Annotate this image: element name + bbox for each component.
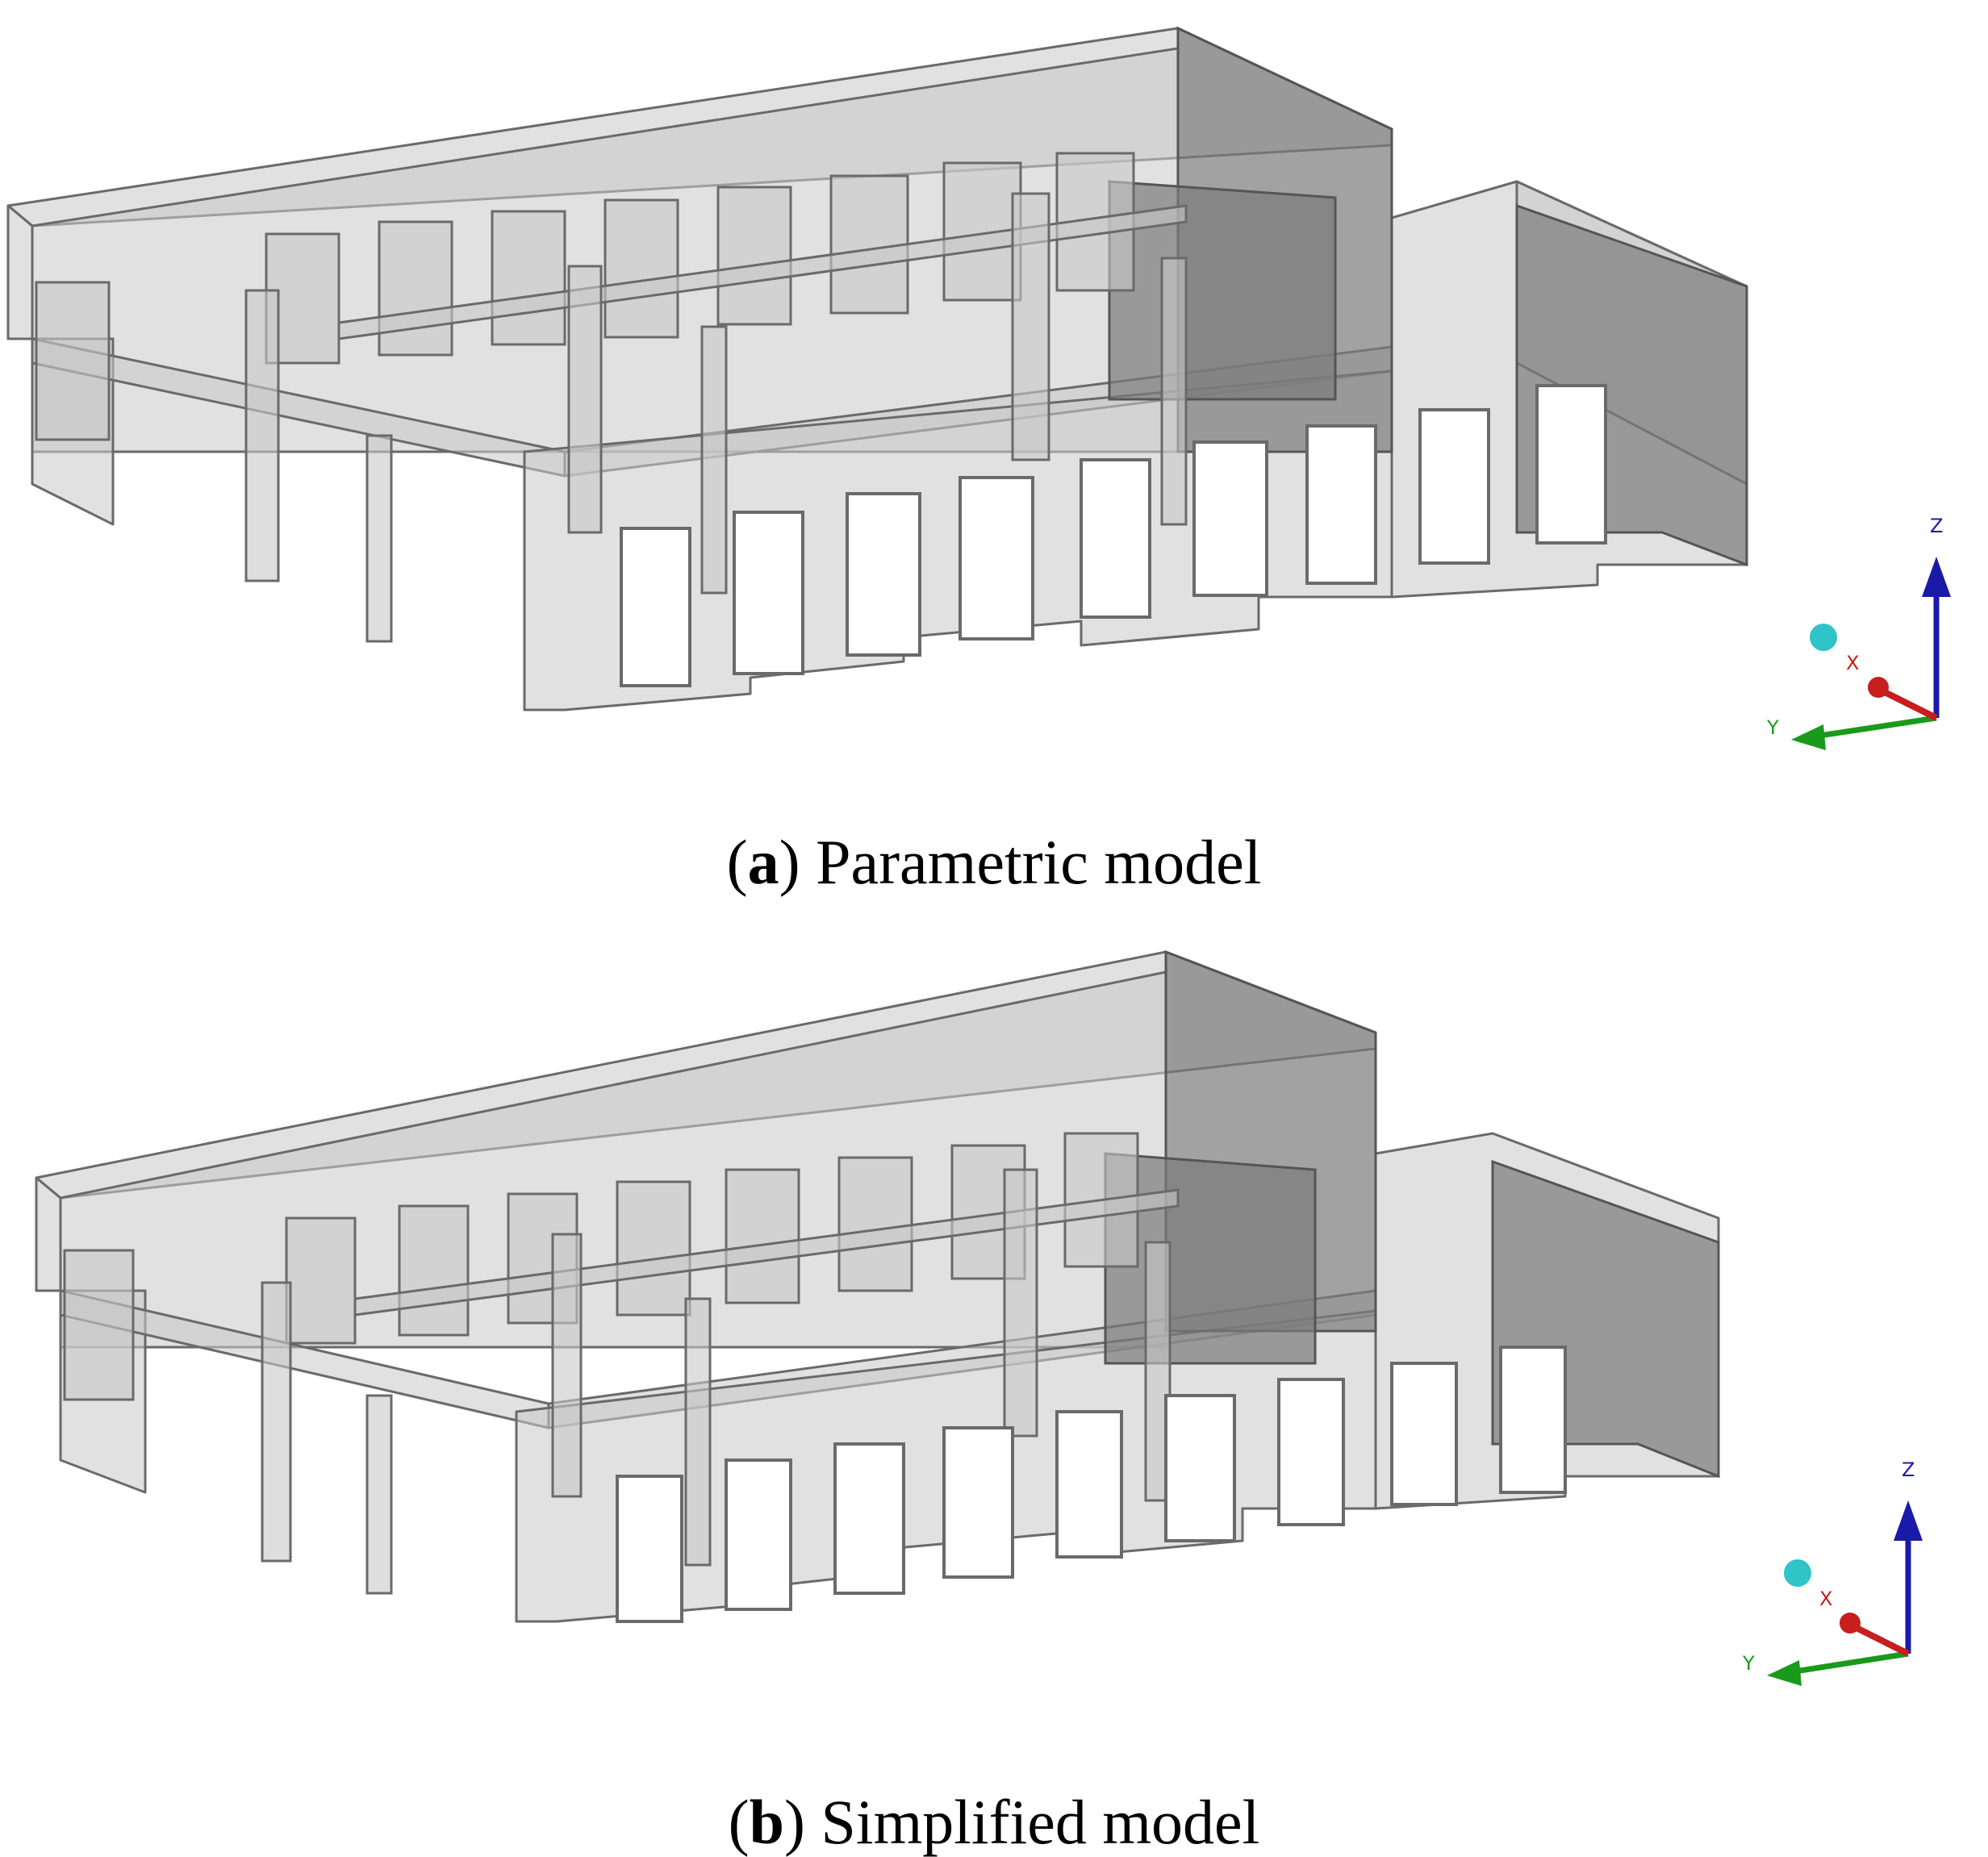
- x-label: X: [1846, 652, 1859, 674]
- axis-triad-b: Z Y X: [1742, 1458, 1923, 1686]
- caption-text: Simplified model: [821, 1787, 1260, 1857]
- y-axis-arrow: [1802, 715, 1937, 741]
- caption-a: (a) Parametric model: [726, 827, 1262, 897]
- panel-b-simplified: Z Y X (b) Simplified model: [0, 912, 1988, 1854]
- x-axis-head-icon: [1868, 677, 1889, 698]
- panel-a-parametric: Z Y X (a) Parametric model: [0, 0, 1988, 912]
- x-axis-head-icon: [1840, 1613, 1861, 1634]
- z-label: Z: [1902, 1458, 1915, 1481]
- z-label: Z: [1930, 515, 1943, 537]
- parametric-model-view: [6, 26, 1748, 712]
- x-axis-arrow: [1878, 686, 1938, 721]
- caption-letter: b: [749, 1787, 785, 1857]
- caption-text: Parametric model: [816, 827, 1262, 897]
- x-label: X: [1819, 1588, 1832, 1610]
- x-axis-arrow: [1850, 1622, 1910, 1657]
- y-label: Y: [1766, 716, 1779, 739]
- origin-ball-icon: [1784, 1559, 1811, 1587]
- axis-triad-a: Z Y X: [1766, 515, 1951, 750]
- caption-b: (b) Simplified model: [728, 1787, 1260, 1857]
- y-axis-arrow: [1778, 1650, 1909, 1677]
- y-axis-head-icon: [1767, 1660, 1802, 1686]
- caption-letter: a: [747, 827, 779, 897]
- simplified-model-view: [35, 949, 1720, 1623]
- origin-ball-icon: [1810, 624, 1837, 651]
- y-axis-head-icon: [1791, 724, 1826, 750]
- y-label: Y: [1742, 1652, 1755, 1675]
- z-axis-head-icon: [1894, 1500, 1923, 1541]
- z-axis-head-icon: [1922, 557, 1951, 597]
